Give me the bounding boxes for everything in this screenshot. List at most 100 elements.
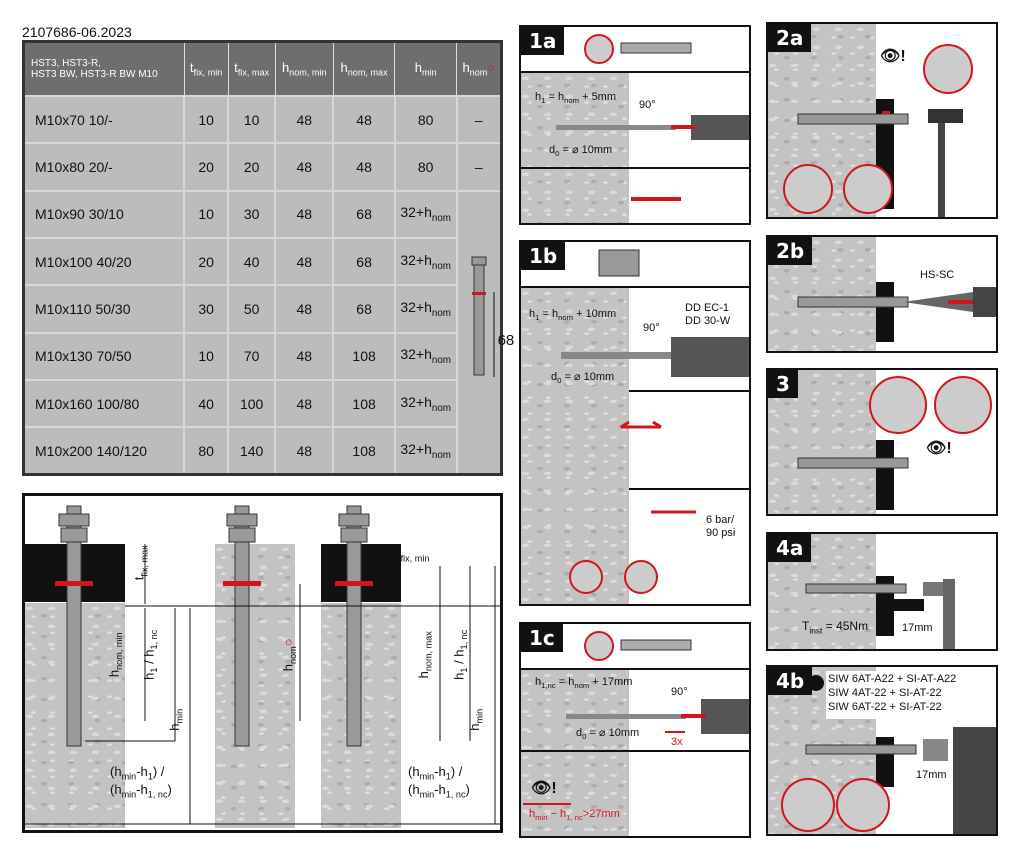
spec-table: HST3, HST3-R,HST3 BW, HST3-R BW M10 tfix… [22, 40, 514, 476]
inspect-eye-icon: 👁! [926, 440, 952, 457]
header-hmin: hmin [394, 40, 458, 97]
cell-value: 68 [332, 236, 396, 287]
formula-d0: d0 = ⌀ 10mm [549, 144, 613, 159]
cell-value: 30 [183, 284, 230, 334]
cell-value: 108 [332, 331, 396, 381]
cell-product: M10x200 140/120 [22, 426, 186, 476]
step-1a-panel: 1a h1 = hnom + 5mm 90° d0 = ⌀ 10mm [519, 25, 751, 225]
formula-d0: d0 = ⌀ 10mm [576, 727, 640, 742]
cell-product: M10x160 100/80 [22, 378, 186, 429]
cell-product: M10x70 10/- [22, 94, 186, 145]
header-hnom-circle: hnom○ [456, 40, 502, 97]
cell-product: M10x110 50/30 [22, 284, 186, 334]
cell-value: 48 [274, 331, 335, 381]
label-remaining-1: (hmin-h1) / [110, 764, 165, 782]
formula-h1: h1 = hnom + 5mm [535, 91, 617, 106]
header-hnom-min: hnom, min [274, 40, 334, 97]
tool-dd-30w: DD 30-W [685, 315, 731, 327]
cell-value: 80 [183, 426, 230, 476]
formula-h1nc: h1,nc = hnom + 17mm [535, 676, 633, 691]
angle-label: 90° [671, 686, 688, 698]
cell-value: 30 [227, 189, 277, 239]
cell-value: 10 [183, 189, 230, 239]
cell-value: 48 [274, 426, 335, 476]
inspect-eye-icon: 👁! [880, 48, 906, 65]
cell-value: 140 [227, 426, 277, 476]
cell-value: 48 [332, 94, 396, 145]
step-3-panel: 3 👁! [766, 368, 998, 516]
cell-value: 32+hnom [393, 331, 458, 381]
label-remaining-2-right: (hmin-h1, nc) [408, 782, 470, 800]
tool-option-3: SIW 6AT-22 + SI-AT-22 [828, 701, 942, 713]
step-badge: 1b [521, 242, 566, 270]
cell-value: 48 [274, 142, 335, 192]
impact-wrench-drawing [781, 727, 996, 834]
label-tfix-min: tfix, min [397, 546, 430, 564]
step-4a-panel: 4a Tinst = 45Nm 17mm [766, 532, 998, 651]
cell-value: 20 [183, 236, 230, 287]
cell-value: 10 [183, 331, 230, 381]
drill-drawing [556, 34, 749, 201]
cell-value: 40 [183, 378, 230, 429]
cell-value: 20 [183, 142, 230, 192]
cell-hnom-circle: – [455, 142, 503, 192]
hammer-drill-drawing [523, 631, 749, 805]
tool-option-2: SIW 4AT-22 + SI-AT-22 [828, 687, 942, 699]
impact-tool-icon [808, 675, 824, 691]
cell-value: 80 [393, 142, 458, 192]
step-2b-panel: 2b HS-SC [766, 235, 998, 353]
step-badge: 4a [768, 534, 812, 562]
step-badge: 1a [521, 27, 565, 55]
cell-value: 32+hnom [393, 284, 458, 334]
anchor-figure-icon [471, 256, 495, 377]
cell-value: 70 [227, 331, 277, 381]
cell-value: 48 [274, 94, 335, 145]
cell-value: 48 [274, 284, 335, 334]
embedment-diagram: tfix, max hnom, min h1 / h1, nc hmin (hm… [22, 493, 503, 833]
step-4b-panel: 4b SIW 6AT-A22 + SI-AT-A22 SIW 4AT-22 + … [766, 665, 998, 836]
label-h1: h1 / h1, nc [141, 629, 159, 680]
cell-product: M10x100 40/20 [22, 236, 186, 287]
cell-value: 68 [332, 284, 396, 334]
concrete-base-2 [215, 544, 295, 828]
label-remaining-1-right: (hmin-h1) / [408, 764, 463, 782]
header-product: HST3, HST3-R,HST3 BW, HST3-R BW M10 [23, 40, 185, 97]
cell-value: 10 [227, 94, 277, 145]
table-header-row: HST3, HST3-R,HST3 BW, HST3-R BW M10 tfix… [23, 40, 502, 97]
step-2a-panel: 2a 👁! [766, 22, 998, 219]
label-hmin-right: hmin [467, 708, 485, 731]
tool-option-1: SIW 6AT-A22 + SI-AT-A22 [828, 673, 957, 685]
cell-value: 32+hnom [393, 426, 458, 476]
check-drawing [797, 376, 992, 510]
label-hmin: hmin [167, 708, 185, 731]
torque-wrench-drawing [805, 576, 955, 649]
step-1c-panel: 1c h1,nc = hnom + 17mm 90° d0 = ⌀ 10mm 3… [519, 622, 751, 838]
cell-value: 68 [332, 189, 396, 239]
label-remaining-2: (hmin-h1, nc) [110, 782, 172, 800]
cell-product: M10x130 70/50 [22, 331, 186, 381]
step-badge: 4b [768, 667, 813, 695]
label-tfix-max: tfix, max [131, 545, 150, 581]
label-hnom-max: hnom, max [415, 631, 434, 679]
cell-anchor-figure: 68 [455, 189, 514, 476]
cell-value: 40 [227, 236, 277, 287]
header-hnom-max: hnom, max [332, 40, 396, 97]
repeat-count: 3x [671, 736, 683, 748]
header-tfix-max: tfix, max [227, 40, 276, 97]
cell-value: 32+hnom [393, 236, 458, 287]
cell-value: 108 [332, 426, 396, 476]
wrench-size: 17mm [902, 622, 933, 634]
cell-value: 48 [274, 236, 335, 287]
cell-hnom-circle: – [455, 94, 503, 145]
label-hnom: hnom○ [280, 638, 299, 672]
setting-tool-label: HS-SC [920, 269, 955, 281]
anchor-drawings [25, 505, 500, 825]
angle-label: 90° [639, 99, 656, 111]
pressure-bar: 6 bar/ [706, 514, 735, 526]
cell-value: 80 [393, 94, 458, 145]
